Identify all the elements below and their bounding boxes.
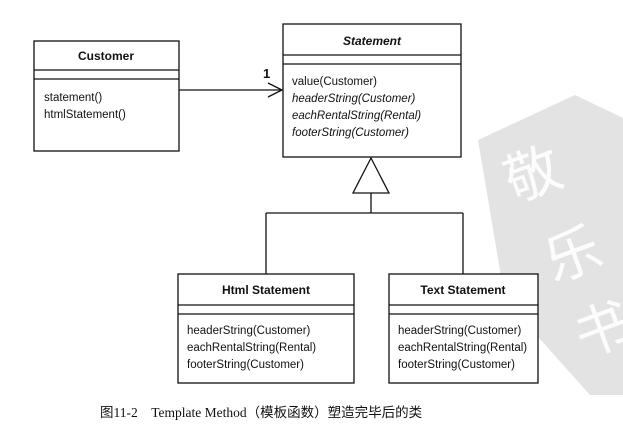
- class-html-statement-op: headerString(Customer): [187, 325, 311, 337]
- class-html-statement-box: [177, 273, 355, 384]
- generalization-triangle: [351, 156, 391, 194]
- class-statement-name: Statement: [343, 34, 402, 48]
- class-statement-box: [282, 23, 462, 158]
- class-statement-op: eachRentalString(Rental): [292, 110, 421, 122]
- class-text-statement-op: footerString(Customer): [398, 359, 515, 371]
- generalization: [265, 156, 464, 274]
- class-statement-op: footerString(Customer): [292, 127, 409, 139]
- figure-caption: 图11-2 Template Method（模板函数）塑造完毕后的类: [100, 405, 422, 420]
- class-statement: Statement value(Customer) headerString(C…: [282, 23, 462, 158]
- association-arrowhead: [267, 82, 284, 98]
- class-text-statement-op: eachRentalString(Rental): [398, 342, 527, 354]
- class-statement-op: value(Customer): [292, 76, 377, 88]
- class-text-statement-op: headerString(Customer): [398, 325, 522, 337]
- class-text-statement-name: Text Statement: [420, 283, 505, 297]
- association-customer-statement: 1: [179, 66, 284, 98]
- class-customer: Customer statement() htmlStatement(): [33, 40, 180, 152]
- class-text-statement: Text Statement headerString(Customer) ea…: [388, 273, 539, 384]
- class-statement-op: headerString(Customer): [292, 93, 416, 105]
- class-customer-op: htmlStatement(): [44, 109, 126, 121]
- class-html-statement-op: footerString(Customer): [187, 359, 304, 371]
- association-multiplicity: 1: [263, 66, 270, 81]
- class-html-statement: Html Statement headerString(Customer) ea…: [177, 273, 355, 384]
- watermark-shape: [478, 95, 623, 395]
- class-customer-box: [33, 40, 180, 152]
- class-customer-name: Customer: [78, 49, 134, 63]
- class-html-statement-name: Html Statement: [222, 283, 310, 297]
- class-html-statement-op: eachRentalString(Rental): [187, 342, 316, 354]
- class-customer-op: statement(): [44, 92, 102, 104]
- class-text-statement-box: [388, 273, 539, 384]
- watermark-seal: 敬 乐 书: [478, 95, 623, 395]
